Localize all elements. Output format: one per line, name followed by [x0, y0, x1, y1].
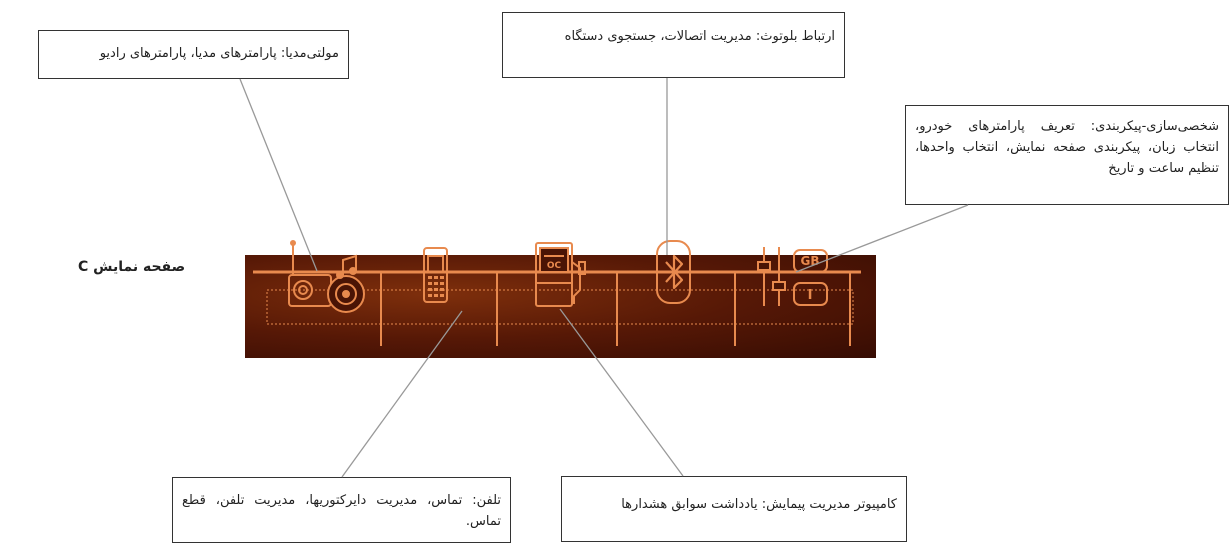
- callout-settings: شخصی‌سازی-پیکربندی: تعریف پارامترهای خود…: [905, 105, 1229, 205]
- callout-phone: تلفن: تماس، مدیریت دایرکتوریها، مدیریت ت…: [172, 477, 511, 543]
- multimedia-icon: [288, 240, 365, 313]
- leader-line-trip: [559, 308, 684, 477]
- settings-icon: [757, 247, 828, 306]
- leader-line-settings: [795, 204, 969, 273]
- language-label-bottom: I: [808, 288, 813, 303]
- leader-line-multimedia: [239, 78, 318, 272]
- selection-highlight: [266, 289, 854, 325]
- callout-trip-computer: کامپیوتر مدیریت پیمایش: یادداشت سوابق هش…: [561, 476, 907, 542]
- screen-title: صفحه نمایش C: [78, 259, 186, 275]
- fuel-display-label: OC: [547, 261, 562, 271]
- callout-multimedia: مولتی‌مدیا: پارامترهای مدیا، پارامترهای …: [38, 30, 349, 79]
- trip-computer-icon: [535, 242, 586, 307]
- callout-bluetooth: ارتباط بلوتوث: مدیریت اتصالات، جستجوی دس…: [502, 12, 845, 78]
- phone-icon: [423, 247, 448, 303]
- bluetooth-icon: [656, 240, 691, 304]
- leader-lines: [239, 78, 969, 478]
- leader-line-phone: [341, 310, 463, 478]
